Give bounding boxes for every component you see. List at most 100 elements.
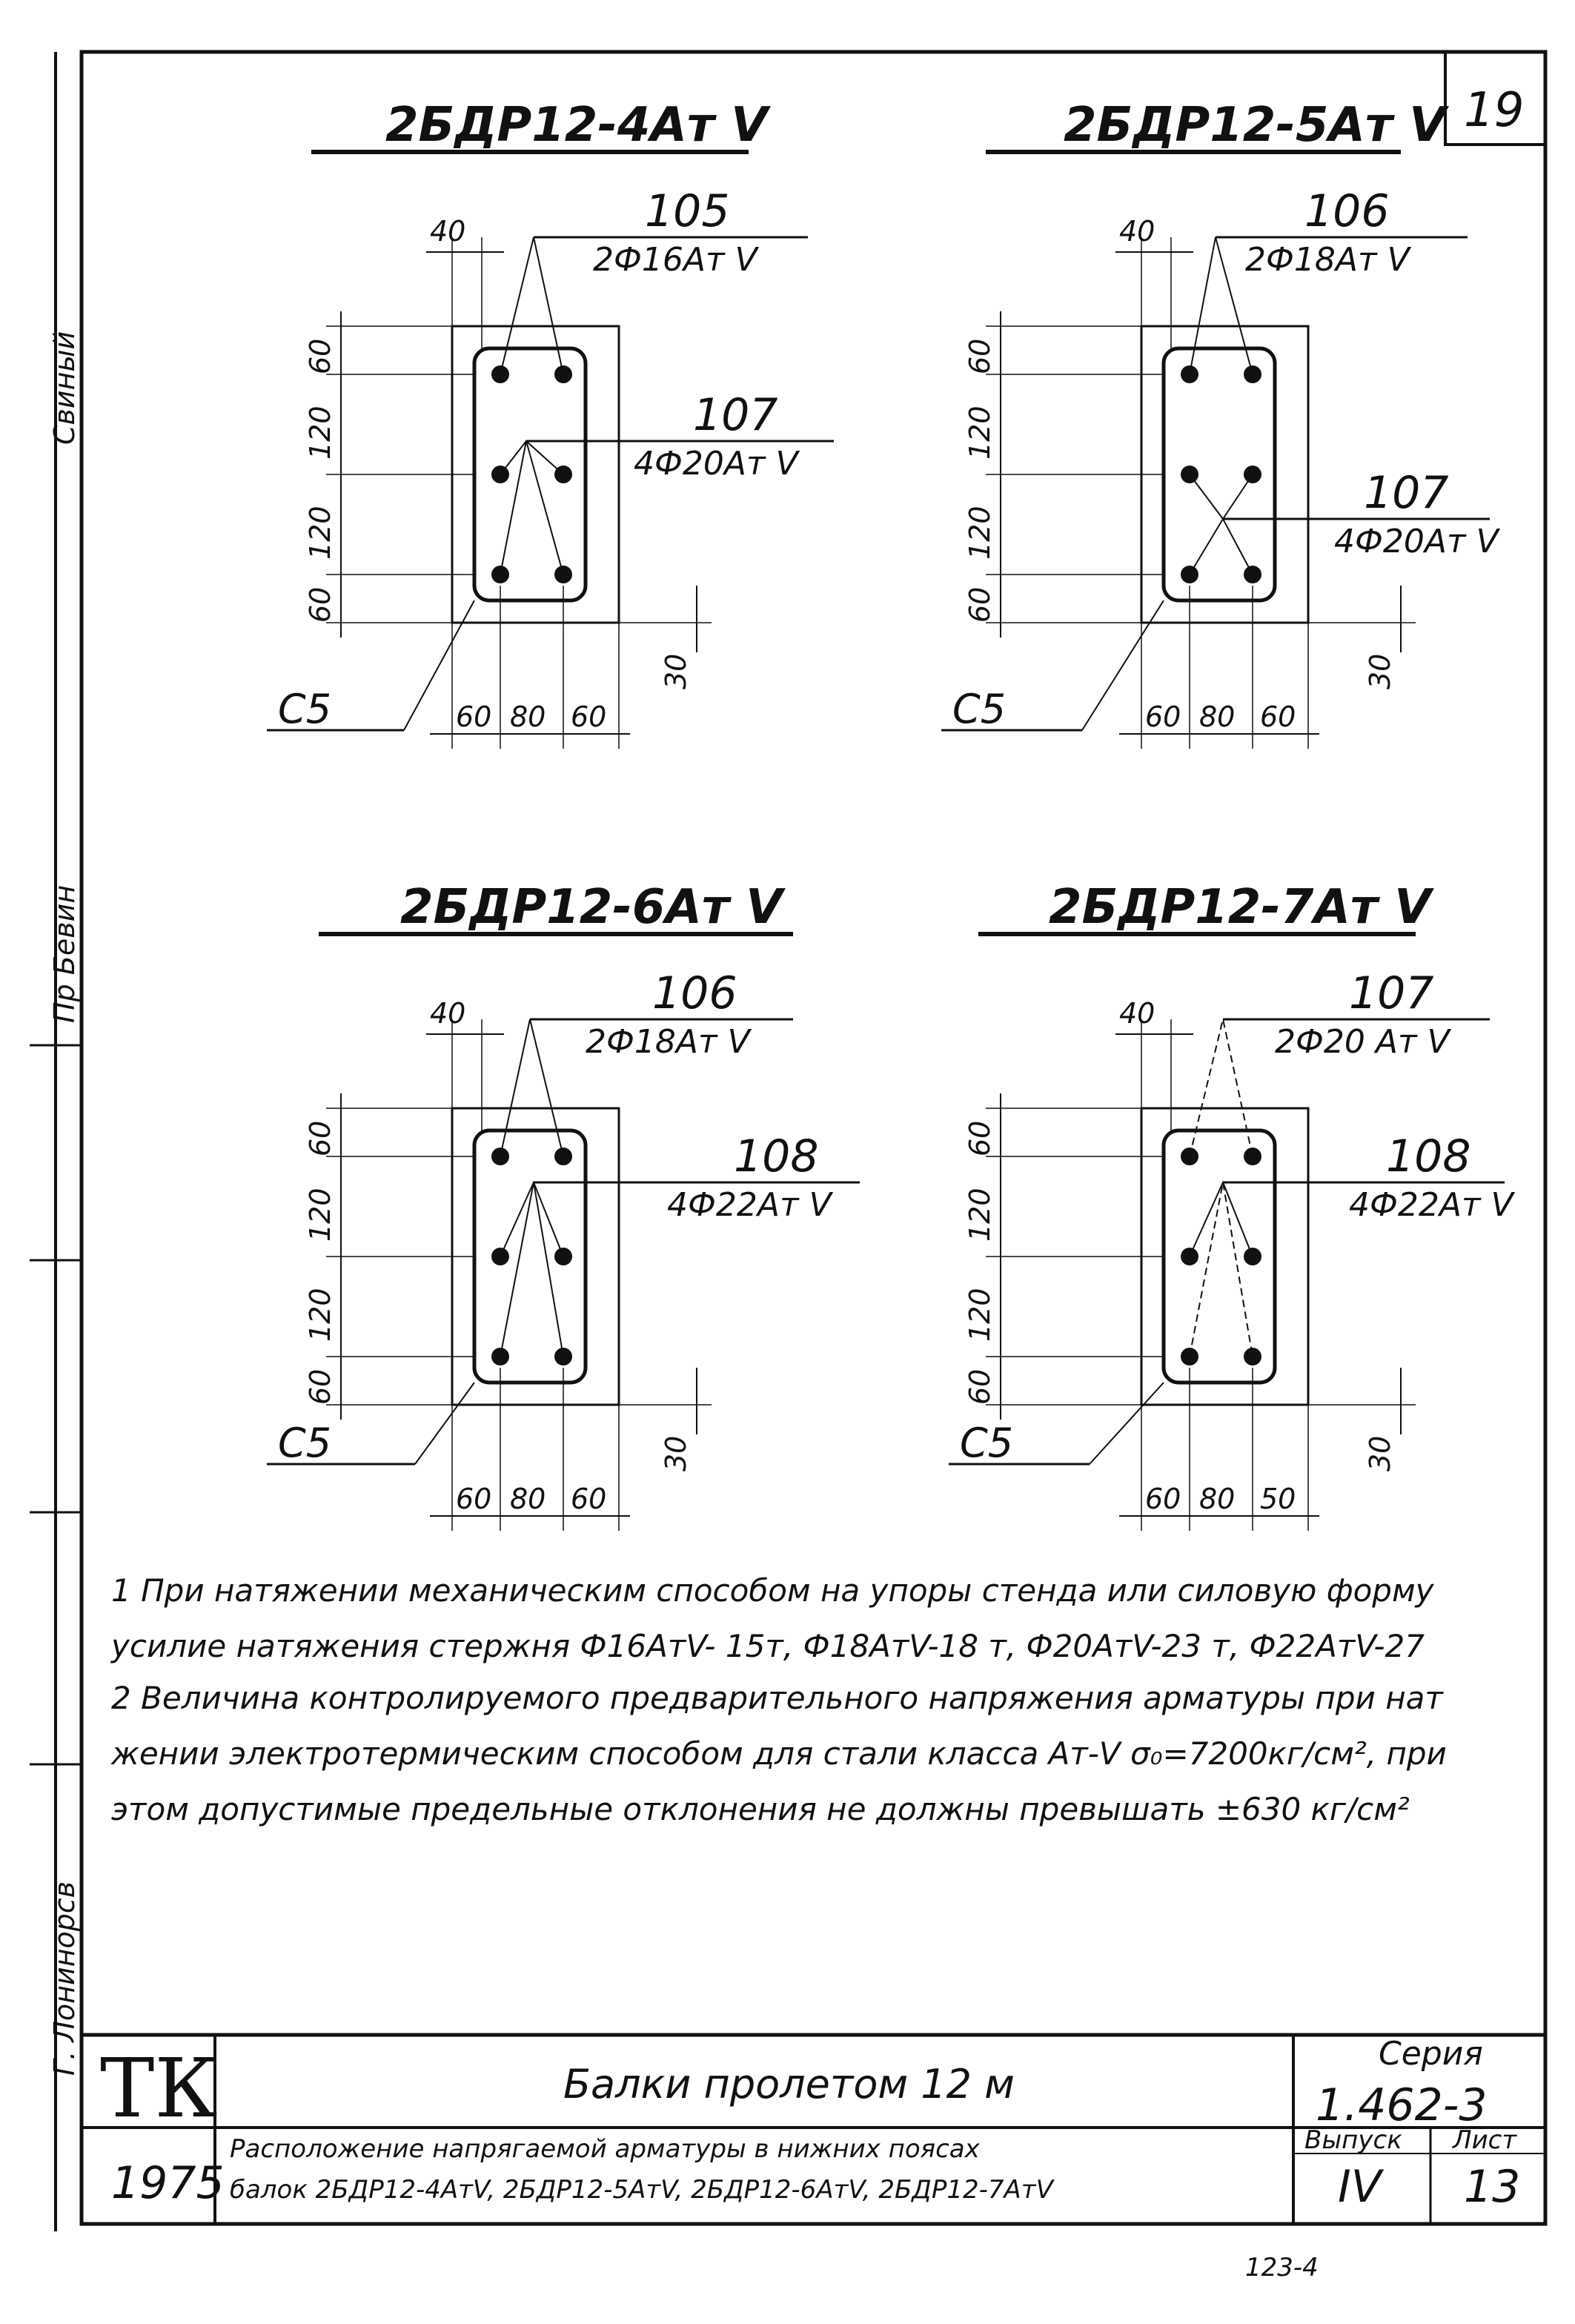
c5-label: С5 [952,686,1006,732]
top-bar-spec: 2Ф18Ат V [586,1023,752,1061]
dim-v-1: 60 [964,1121,996,1156]
top-bar-mark: 105 [645,185,730,237]
c5-label: С5 [278,686,331,732]
sheet-number: 19 [1464,83,1524,138]
dim-v-2: 120 [304,1188,336,1242]
dim-h-2: 80 [1199,1483,1235,1515]
dim-v-2: 120 [964,405,996,460]
dim-h-2: 80 [510,1483,546,1515]
year: 1975 [111,2157,225,2209]
dim-v-3: 120 [964,506,996,560]
section-title: 2БДР12-5Ат V [1064,98,1449,153]
top-bar-mark: 106 [652,967,737,1019]
dim-h-1: 60 [1145,1483,1181,1515]
dim-cover: 40 [1119,215,1155,248]
dim-cover: 40 [430,215,465,248]
leader-line [500,1182,564,1357]
top-bar-spec: 2Ф18Ат V [1245,241,1412,279]
beam-section-outline [1140,325,1310,624]
c5-leader [1081,600,1164,731]
low-bar-spec: 4Ф22Ат V [1349,1186,1516,1224]
top-bar-mark: 106 [1304,185,1390,237]
list-label: Лист [1451,2125,1517,2155]
c5-leader [1089,1382,1164,1465]
dim-h-3: 60 [1260,701,1296,733]
side-label-bottom: Г. Лонинорсв [48,1881,81,2076]
c5-leader [414,1382,475,1465]
c5-label: С5 [278,1420,331,1466]
low-bar-mark: 107 [1364,467,1449,519]
leader-line [1189,236,1253,375]
dim-v-1: 60 [304,1121,336,1156]
dim-h-1: 60 [456,1483,491,1515]
dim-v-3: 120 [304,506,336,560]
main-title: Балки пролетом 12 м [563,2061,1015,2108]
top-bar-spec: 2Ф16Ат V [593,241,760,279]
list-value: 13 [1464,2161,1520,2213]
note-line-3: 2 Величина контролируемого предварительн… [111,1680,1444,1716]
dim-h-3: 60 [571,1483,606,1515]
c5-label: С5 [960,1420,1013,1466]
leader-line [1189,1019,1253,1157]
vypusk-label: Выпуск [1304,2125,1402,2155]
dim-bottom: 30 [660,654,692,689]
section-4: 2БДР12-7Ат V 107 2Ф20 Ат V 108 4Ф22Ат V … [949,880,1516,1531]
low-bar-mark: 107 [693,389,778,441]
leader-line [500,236,564,375]
top-bar-spec: 2Ф20 Ат V [1275,1023,1452,1061]
c5-leader [403,600,475,731]
leader-line [1189,517,1253,575]
leader-line [500,1019,564,1157]
dim-h-3: 60 [571,701,606,733]
section-title: 2БДР12-7Ат V [1049,880,1434,935]
dim-h-3: 50 [1260,1483,1296,1515]
dim-v-2: 120 [304,405,336,460]
footer-stamp: 123-4 [1245,2253,1319,2282]
dim-h-2: 80 [510,701,546,733]
seria-label: Серия [1379,2035,1483,2073]
note-line-2: усилие натяжения стержня Ф16АтV- 15т, Ф1… [110,1628,1425,1664]
note-line-4: жении электротермическим способом для ст… [110,1735,1447,1772]
dim-v-1: 60 [964,339,996,374]
section-2: 2БДР12-5Ат V 106 2Ф18Ат V 107 4Ф20Ат V 6… [941,98,1501,749]
dim-v-4: 60 [304,587,336,623]
top-bar-mark: 107 [1349,967,1434,1019]
drawing-frame [79,50,1548,2226]
dim-bottom: 30 [660,1436,692,1471]
section-title: 2БДР12-4Ат V [385,98,771,153]
dim-v-2: 120 [964,1188,996,1242]
beam-section-outline [451,1107,620,1406]
organization-logo: ТК [100,2041,218,2136]
low-bar-mark: 108 [1386,1130,1471,1182]
dim-h-1: 60 [456,701,491,733]
dim-bottom: 30 [1364,654,1396,689]
rebar-dot [1244,1148,1261,1165]
notes-block: 1 При натяжении механическим способом на… [110,1572,1447,1827]
side-label-top: Свиный [48,331,81,445]
note-line-5: этом допустимые предельные отклонения не… [111,1791,1410,1827]
low-bar-spec: 4Ф20Ат V [634,445,800,483]
leader-line [1189,474,1253,520]
dim-v-1: 60 [304,339,336,374]
rebar-dot [1244,1348,1261,1365]
dim-v-4: 60 [964,587,996,623]
dim-cover: 40 [1119,997,1155,1030]
note-line-1: 1 При натяжении механическим способом на… [111,1572,1435,1609]
section-3: 2БДР12-6Ат V 106 2Ф18Ат V 108 4Ф22Ат V 6… [267,880,860,1531]
dim-cover: 40 [430,997,465,1030]
beam-section-outline [1140,1107,1310,1406]
dim-v-3: 120 [964,1288,996,1342]
dim-v-4: 60 [304,1369,336,1405]
dim-bottom: 30 [1364,1436,1396,1471]
seria-value: 1.462-3 [1316,2079,1488,2131]
side-label-middle: Пр Бевин [48,885,81,1023]
dim-v-4: 60 [964,1369,996,1405]
vypusk-value: IV [1338,2161,1385,2213]
title-block: ТК Балки пролетом 12 м Серия 1.462-3 197… [82,2033,1545,2224]
sheet-number-box [1444,50,1547,146]
subtitle-line-2: балок 2БДР12-4АтV, 2БДР12-5АтV, 2БДР12-6… [230,2175,1055,2205]
dim-v-3: 120 [304,1288,336,1342]
subtitle-line-1: Расположение напрягаемой арматуры в нижн… [230,2134,981,2164]
